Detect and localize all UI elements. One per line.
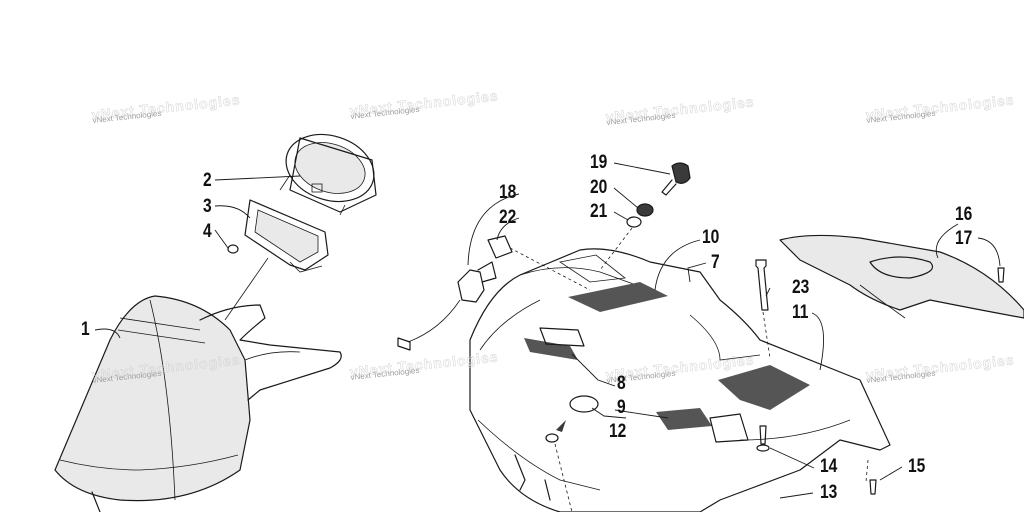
callout-11: 11 [792, 302, 809, 323]
leader-lines [94, 162, 1001, 499]
part-1-front-cover [54, 295, 342, 512]
callout-4: 4 [203, 221, 212, 242]
part-3-bezel [244, 199, 329, 273]
callout-12: 12 [609, 421, 627, 442]
callout-13: 13 [820, 482, 838, 503]
part-13-fastener [545, 420, 566, 443]
part-7-dash-panel [469, 248, 891, 512]
part-11-decal [718, 365, 810, 410]
callout-15: 15 [908, 456, 926, 477]
part-22-connector [487, 235, 513, 259]
part-18-harness [397, 261, 497, 351]
part-16-rear-cover [779, 234, 1024, 319]
part-2-gauge [279, 133, 377, 216]
callout-19: 19 [590, 152, 608, 173]
callout-23: 23 [792, 277, 810, 298]
callout-21: 21 [590, 201, 608, 222]
part-9-decal [656, 408, 712, 430]
callout-20: 20 [590, 177, 608, 198]
callout-3: 3 [203, 196, 212, 217]
part-8-decal [524, 338, 578, 360]
callout-17: 17 [955, 228, 973, 249]
part-20-washer [636, 203, 654, 217]
part-19-key [661, 162, 691, 196]
part-21-nut [626, 216, 642, 228]
callout-16: 16 [955, 204, 973, 225]
callout-7: 7 [711, 252, 720, 273]
part-23-bolt [755, 259, 769, 311]
callout-14: 14 [820, 456, 838, 477]
callout-18: 18 [499, 182, 517, 203]
dash-openings [539, 327, 749, 443]
part-12-grommet [569, 395, 599, 413]
callout-22: 22 [499, 207, 517, 228]
part-10-decal [568, 282, 668, 312]
part-4-nut [227, 244, 239, 254]
callout-10: 10 [702, 227, 720, 248]
assembly-lines [224, 227, 869, 512]
part-15-screw [869, 479, 877, 495]
callout-2: 2 [203, 170, 212, 191]
part-17-screw [997, 267, 1005, 283]
callout-9: 9 [617, 397, 626, 418]
callout-1: 1 [81, 319, 90, 340]
part-14-screw [756, 425, 770, 452]
callout-8: 8 [617, 373, 626, 394]
